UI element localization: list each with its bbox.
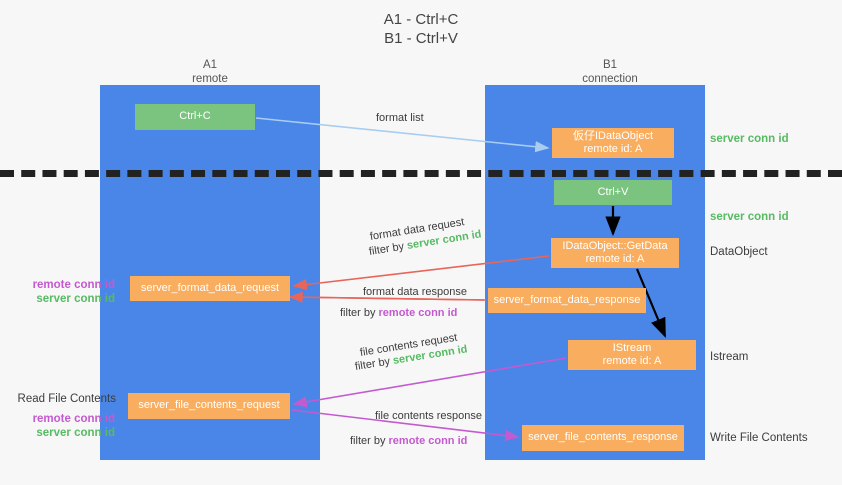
- node-ctrl-c[interactable]: Ctrl+C: [135, 104, 255, 130]
- label-read-file-contents: Read File Contents: [17, 393, 116, 405]
- edge-label-format-data-response-filter: filter by remote conn id: [340, 306, 457, 320]
- edge-label-file-contents-response: file contents response: [375, 410, 483, 422]
- node-server-format-data-response[interactable]: server_format_data_response: [488, 288, 646, 313]
- label-server-conn-id-upper: server conn id: [36, 293, 115, 305]
- edge-label-format-data-response: format data response: [363, 286, 467, 298]
- node-server-format-data-request[interactable]: server_format_data_request: [130, 276, 290, 301]
- label-istream: Istream: [710, 351, 749, 363]
- filter-value-remote-conn-id: remote conn id: [378, 307, 458, 319]
- label-dataobject: DataObject: [710, 246, 768, 258]
- node-idataobject-getdata[interactable]: IDataObject::GetData remote id: A: [551, 238, 679, 268]
- label-conn-id-group-lower: remote conn id server conn id: [10, 412, 115, 440]
- label-remote-conn-id-lower: remote conn id: [32, 413, 115, 425]
- filter-value-remote-conn-id: remote conn id: [388, 435, 468, 447]
- label-remote-conn-id-upper: remote conn id: [32, 279, 115, 291]
- column-header-a1: A1 remote: [192, 59, 228, 85]
- filter-prefix: filter by: [350, 435, 389, 447]
- edge-label-format-list: format list: [376, 112, 424, 124]
- edge-label-file-contents-response-filter: filter by remote conn id: [350, 434, 467, 448]
- column-header-b1: B1 connection: [582, 59, 638, 85]
- label-server-conn-id-top: server conn id: [710, 133, 789, 145]
- node-istream[interactable]: IStream remote id: A: [568, 340, 696, 370]
- label-server-conn-id-mid: server conn id: [710, 211, 789, 223]
- node-server-file-contents-response[interactable]: server_file_contents_response: [522, 425, 684, 451]
- filter-prefix: filter by: [340, 307, 379, 319]
- node-ctrl-v[interactable]: Ctrl+V: [554, 180, 672, 205]
- node-server-file-contents-request[interactable]: server_file_contents_request: [128, 393, 290, 419]
- label-conn-id-group-upper: remote conn id server conn id: [10, 278, 115, 306]
- diagram-title: A1 - Ctrl+C B1 - Ctrl+V: [383, 11, 459, 47]
- label-write-file-contents: Write File Contents: [710, 432, 808, 444]
- label-server-conn-id-lower: server conn id: [36, 427, 115, 439]
- phase-divider: [0, 170, 842, 177]
- node-idataobject[interactable]: 仮仔IDataObject remote id: A: [552, 128, 674, 158]
